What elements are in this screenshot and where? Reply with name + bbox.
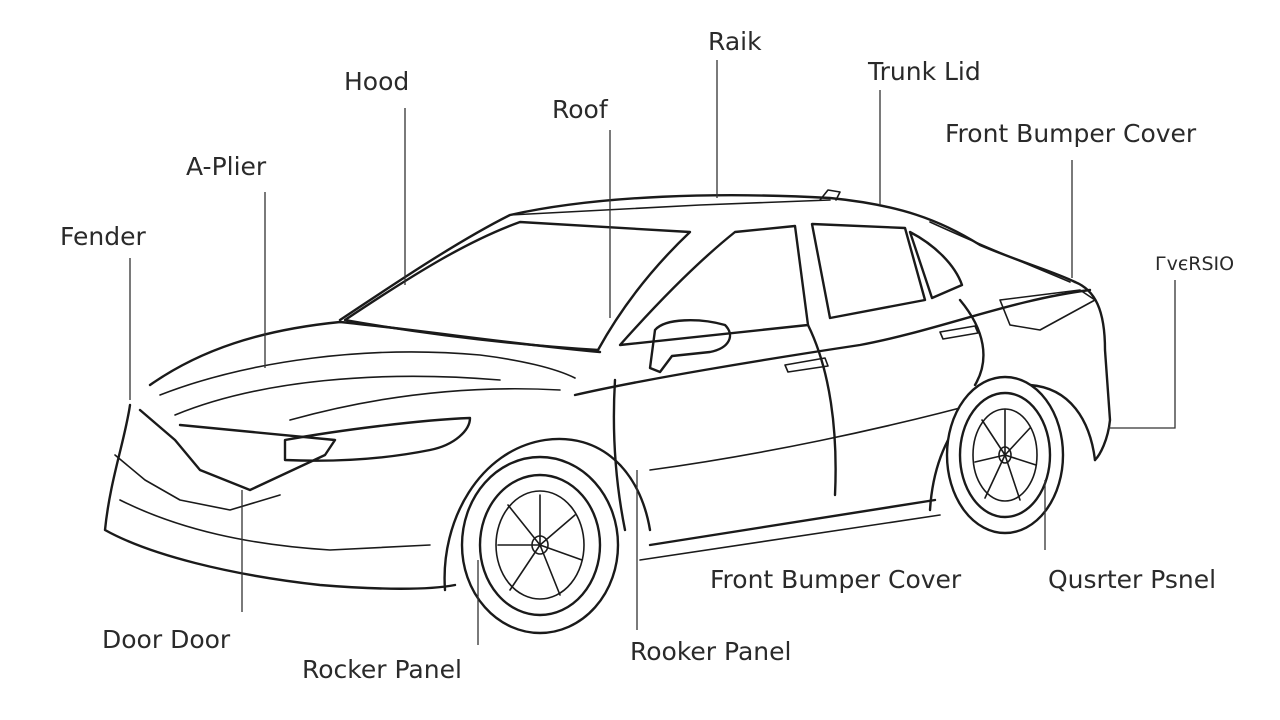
- car-front-door-handle: [784, 357, 829, 373]
- car-headlight: [283, 416, 472, 462]
- part-labels: Raik Trunk Lid Hood Roof Front Bumper Co…: [60, 27, 1234, 684]
- car-taillight: [999, 289, 1096, 331]
- car-side-crease: [649, 399, 991, 471]
- leader-garbled-right: [1108, 280, 1176, 429]
- car-windshield: [343, 220, 692, 352]
- label-rocker-panel-center: Rooker Panel: [630, 637, 791, 666]
- label-door: Door Door: [102, 625, 231, 654]
- car-hood-crease-1: [159, 351, 576, 396]
- car-rear-door-line: [958, 298, 985, 387]
- car-side-mirror: [648, 319, 732, 374]
- label-rocker-panel-left: Rocker Panel: [302, 655, 462, 684]
- label-hood: Hood: [344, 67, 409, 96]
- car-grille-lower: [114, 454, 281, 511]
- car-hood-crease-3: [289, 387, 561, 421]
- car-rocker-lower: [639, 514, 941, 561]
- car-front-wheel: [460, 455, 620, 635]
- car-b-pillar-line: [806, 323, 837, 497]
- car-hood-outline: [148, 320, 602, 387]
- car-front-window: [618, 224, 810, 347]
- car-rear-wheel: [945, 375, 1065, 535]
- car-roofline: [338, 194, 1077, 322]
- car-hood-crease-2: [174, 375, 501, 416]
- car-rocker: [648, 498, 937, 547]
- label-front-bumper-cover-top: Front Bumper Cover: [945, 119, 1197, 148]
- car-roof-top: [509, 199, 831, 216]
- car-beltline: [573, 288, 1092, 397]
- car-illustration: [103, 189, 1112, 635]
- label-roof: Roof: [552, 95, 609, 124]
- car-rear-window: [810, 222, 927, 320]
- car-c-pillar: [929, 221, 1071, 283]
- label-trunk-lid: Trunk Lid: [867, 57, 981, 86]
- label-raik: Raik: [708, 27, 762, 56]
- car-lower-intake: [119, 499, 431, 551]
- label-fender: Fender: [60, 222, 146, 251]
- car-front-wheel-arch: [443, 437, 652, 592]
- car-antenna: [819, 189, 841, 201]
- car-rear-body: [1073, 280, 1112, 462]
- car-grille-upper: [138, 408, 337, 492]
- car-quarter-window: [908, 230, 964, 300]
- car-front-fascia: [103, 403, 457, 590]
- leader-lines: [129, 60, 1176, 645]
- label-a-pillar: A-Plier: [186, 152, 267, 181]
- label-front-bumper-cover-bottom: Front Bumper Cover: [710, 565, 962, 594]
- label-garbled-right: ГvєRSIO: [1155, 253, 1234, 275]
- car-rear-door-handle: [939, 325, 979, 340]
- label-quarter-panel: Qusrter Psnel: [1048, 565, 1216, 594]
- car-front-door-line: [612, 378, 627, 532]
